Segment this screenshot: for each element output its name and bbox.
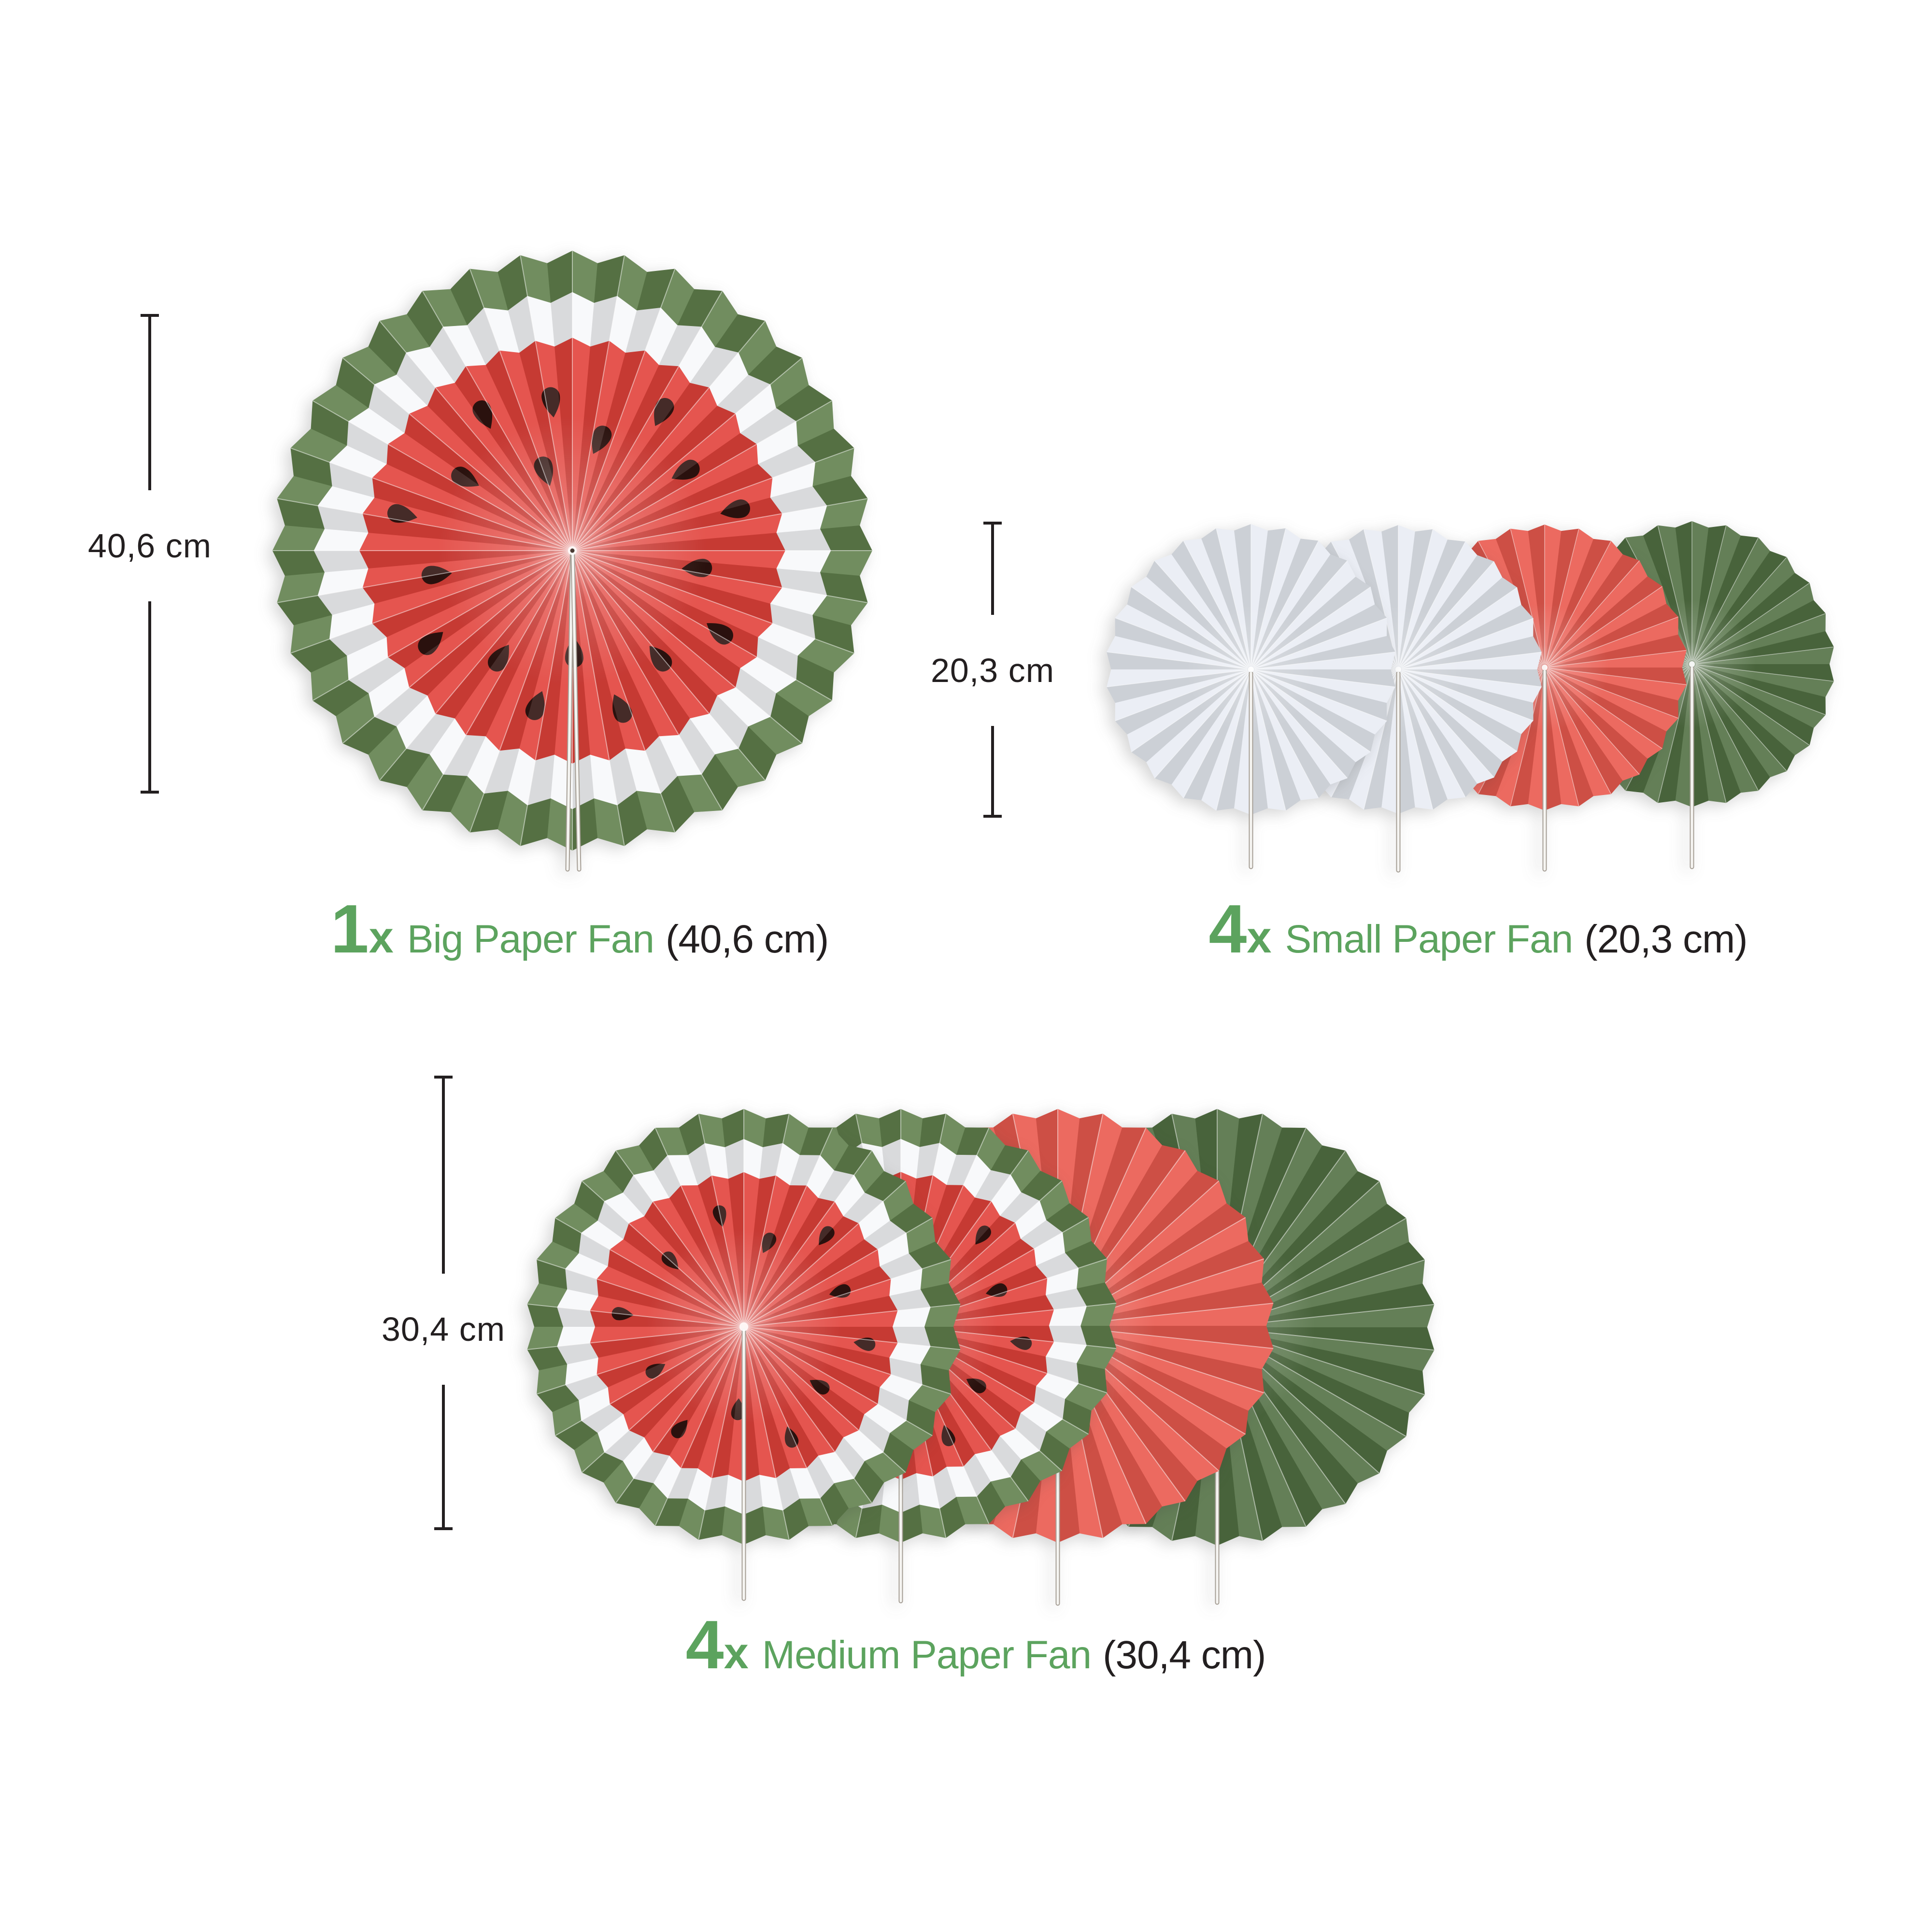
ruler-bottom-cap [434, 1527, 453, 1530]
ruler-measurement-text: 30,4 cm [382, 1310, 505, 1348]
ruler-measurement-text: 20,3 cm [931, 652, 1054, 689]
fan-stick [570, 552, 582, 872]
ruler-bottom-cap [983, 815, 1002, 818]
product-name: Medium Paper Fan [762, 1633, 1092, 1677]
ruler-bottom-cap [141, 791, 159, 794]
product-times-x: x [1247, 913, 1272, 962]
product-times-x: x [724, 1629, 749, 1678]
ruler-measurement-text: 40,6 cm [88, 527, 212, 565]
product-count: 1 [330, 891, 369, 967]
product-name: Big Paper Fan [407, 917, 654, 961]
big-watermelon-paper-fan [272, 251, 872, 872]
fan-stick [565, 552, 574, 872]
product-size: (40,6 cm) [666, 917, 829, 961]
ruler-lower-line [991, 726, 994, 816]
product-size: (20,3 cm) [1584, 917, 1747, 961]
ruler-lower-line [148, 601, 151, 792]
product-count: 4 [1208, 891, 1247, 967]
product-times-x: x [369, 913, 394, 962]
ruler-upper-line [991, 523, 994, 615]
product-count: 4 [685, 1606, 724, 1683]
ruler-upper-line [442, 1077, 445, 1274]
product-size: (30,4 cm) [1103, 1633, 1266, 1677]
ruler-upper-line [148, 315, 151, 490]
small-white-paper-fan [1107, 524, 1395, 869]
product-name: Small Paper Fan [1285, 917, 1574, 961]
ruler-lower-line [442, 1385, 445, 1529]
medium-watermelon-paper-fan [527, 1109, 961, 1601]
